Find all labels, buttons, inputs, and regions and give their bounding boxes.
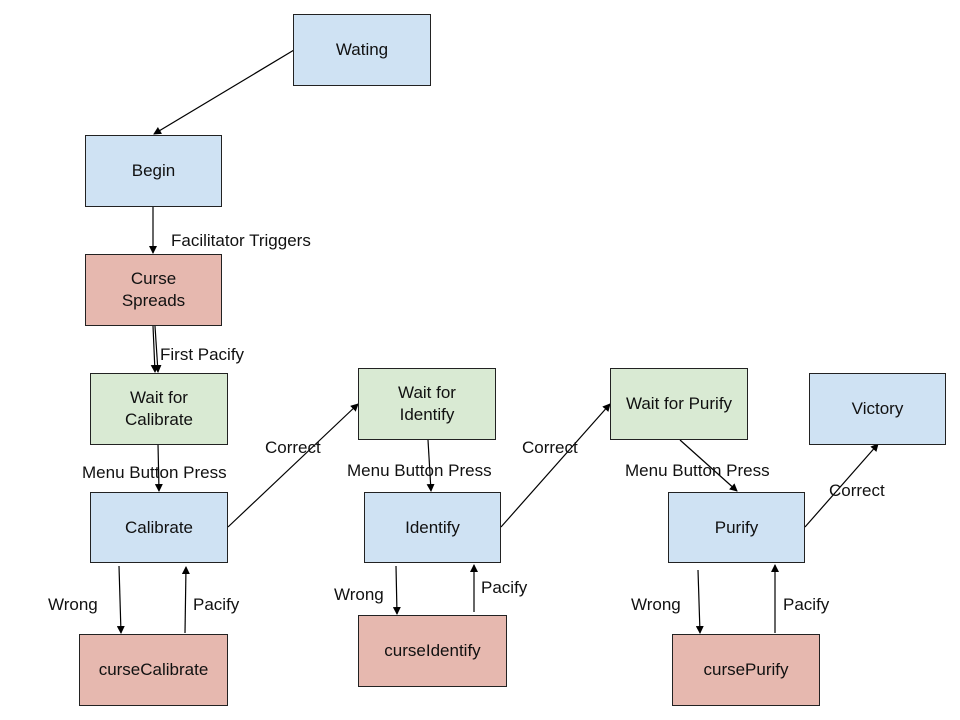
arrow-curse-spreads-to-wait-calibrate-1 xyxy=(150,325,159,373)
arrow-wait-purify-to-purify xyxy=(679,439,738,492)
node-curse-identify[interactable]: curseIdentify xyxy=(358,615,507,687)
edge-label-first-pacify: First Pacify xyxy=(160,345,245,364)
node-curse-calibrate-label: curseCalibrate xyxy=(98,660,209,679)
node-victory[interactable]: Victory xyxy=(809,373,946,445)
edge-label-pacify-1: Pacify xyxy=(193,595,240,614)
edge-label-menu-button-press-1: Menu Button Press xyxy=(82,463,227,482)
node-identify[interactable]: Identify xyxy=(364,492,501,563)
edge-label-correct-1: Correct xyxy=(265,438,321,457)
edge-label-pacify-2: Pacify xyxy=(481,578,528,597)
node-victory-label: Victory xyxy=(851,399,904,418)
node-wait-for-purify-label: Wait for Purify xyxy=(625,394,733,413)
arrow-identify-to-wait-purify xyxy=(500,403,611,528)
node-identify-label: Identify xyxy=(405,517,460,537)
node-begin[interactable]: Begin xyxy=(85,135,222,207)
node-wait-for-calibrate[interactable]: Wait for Calibrate xyxy=(90,373,228,445)
edge-label-wrong-1: Wrong xyxy=(48,595,98,614)
node-calibrate[interactable]: Calibrate xyxy=(90,492,228,563)
node-begin-label: Begin xyxy=(131,161,176,180)
edge-label-menu-button-press-3: Menu Button Press xyxy=(625,461,770,480)
edge-label-correct-3: Correct xyxy=(829,481,885,500)
edge-label-wrong-2: Wrong xyxy=(334,585,384,604)
arrow-wait-calibrate-to-calibrate xyxy=(154,443,163,492)
node-wait-for-calibrate-label: Wait for Calibrate xyxy=(124,388,194,429)
node-purify[interactable]: Purify xyxy=(668,492,805,563)
edge-label-pacify-3: Pacify xyxy=(783,595,830,614)
edge-label-menu-button-press-2: Menu Button Press xyxy=(347,461,492,480)
arrow-curse-spreads-to-wait-calibrate-2 xyxy=(153,325,162,373)
node-curse-spreads-label: Curse Spreads xyxy=(121,269,186,310)
node-curse-purify-label: cursePurify xyxy=(703,660,789,679)
node-wait-for-purify[interactable]: Wait for Purify xyxy=(610,368,748,440)
edge-label-wrong-3: Wrong xyxy=(631,595,681,614)
node-purify-label: Purify xyxy=(714,517,759,537)
node-curse-calibrate[interactable]: curseCalibrate xyxy=(79,634,228,706)
edge-label-correct-2: Correct xyxy=(522,438,578,457)
node-wait-for-identify[interactable]: Wait for Identify xyxy=(358,368,496,440)
node-curse-spreads[interactable]: Curse Spreads xyxy=(85,254,222,326)
node-wating[interactable]: Wating xyxy=(293,14,431,86)
node-wait-for-identify-label: Wait for Identify xyxy=(398,383,456,424)
arrow-identify-to-curse-identify xyxy=(392,565,401,615)
node-curse-purify[interactable]: cursePurify xyxy=(672,634,820,706)
arrow-purify-to-victory xyxy=(804,443,879,528)
arrow-wating-to-begin xyxy=(153,49,295,135)
node-calibrate-label: Calibrate xyxy=(124,517,194,537)
arrow-calibrate-to-wait-identify xyxy=(227,403,359,528)
arrow-curse-calibrate-to-calibrate xyxy=(181,566,190,634)
node-wating-label: Wating xyxy=(335,40,389,59)
arrow-purify-to-curse-purify xyxy=(695,569,704,634)
node-curse-identify-label: curseIdentify xyxy=(384,641,481,660)
arrow-calibrate-to-curse-calibrate xyxy=(116,565,125,634)
edge-label-facilitator-triggers: Facilitator Triggers xyxy=(171,231,311,250)
arrow-wait-identify-to-identify xyxy=(426,439,435,492)
